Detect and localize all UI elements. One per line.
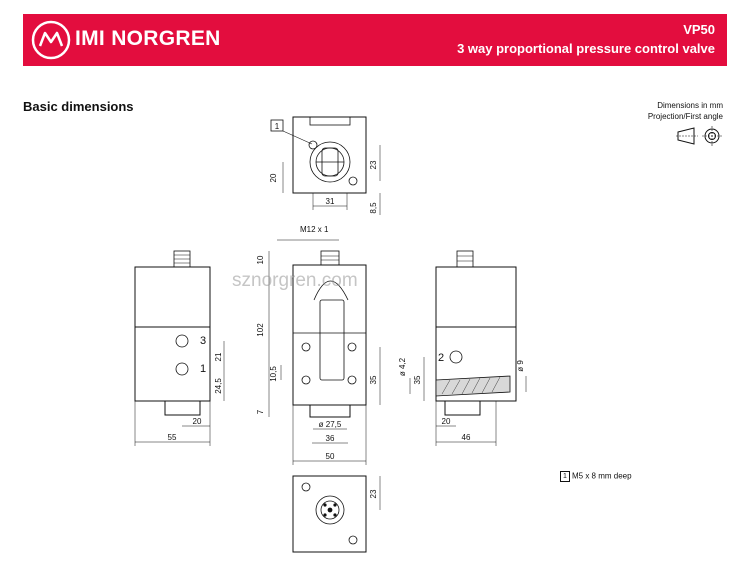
product-title: 3 way proportional pressure control valv… [457, 41, 715, 56]
dim-label: 23 [369, 489, 378, 498]
port-label: 1 [200, 363, 206, 375]
header-banner: IMI NORGREN VP50 3 way proportional pres… [23, 14, 727, 66]
brand-name: IMI NORGREN [75, 27, 221, 50]
dim-label: 21 [214, 352, 223, 361]
dim-label: 35 [413, 375, 422, 384]
dim-label: 55 [168, 433, 177, 442]
dim-label: 35 [369, 375, 378, 384]
dim-label: ø 4,2 [398, 357, 407, 376]
right-view: 2 35 ø 4,2 ø 9 20 46 [398, 250, 527, 446]
dim-label: 23 [369, 160, 378, 169]
footnote-text: M5 x 8 mm deep [572, 471, 632, 481]
top-view: 1 31 20 23 8,5 [269, 116, 381, 215]
left-view: 3 1 21 24,5 20 55 [134, 250, 225, 446]
dim-label: 20 [193, 417, 202, 426]
dim-label: ø 27,5 [319, 420, 342, 429]
bottom-view: 23 [292, 475, 381, 553]
dim-label: 50 [326, 452, 335, 461]
reference-marker [270, 119, 284, 132]
dim-label: 46 [462, 433, 471, 442]
marker-label: 1 [275, 122, 280, 131]
first-angle-projection-icon [676, 126, 722, 146]
front-view: M12 x 1 10 102 10,5 7 35 ø 27,5 36 50 [256, 225, 381, 465]
port-label: 2 [438, 352, 444, 364]
dim-label: 8,5 [369, 202, 378, 214]
watermark: sznorgren.com [232, 270, 358, 291]
dim-label: 20 [269, 173, 278, 182]
norgren-logo-icon [31, 20, 71, 60]
dim-label: 10,5 [269, 366, 278, 382]
dim-label: 10 [256, 255, 265, 264]
footnote-marker: 1 [560, 471, 570, 482]
dim-label: M12 x 1 [300, 225, 329, 234]
section-title: Basic dimensions [23, 99, 134, 114]
projection-line: Projection/First angle [647, 112, 723, 121]
dim-label: 102 [256, 323, 265, 337]
dim-label: 20 [442, 417, 451, 426]
dim-label: 24,5 [214, 378, 223, 394]
units-line: Dimensions in mm [657, 101, 723, 110]
dim-label: 31 [326, 197, 335, 206]
port-label: 3 [200, 335, 206, 347]
dim-label: 36 [326, 434, 335, 443]
product-code: VP50 [683, 22, 715, 37]
units-note: Dimensions in mm Projection/First angle [648, 100, 723, 122]
dim-label: 7 [256, 409, 265, 414]
dim-label: ø 9 [516, 360, 525, 372]
